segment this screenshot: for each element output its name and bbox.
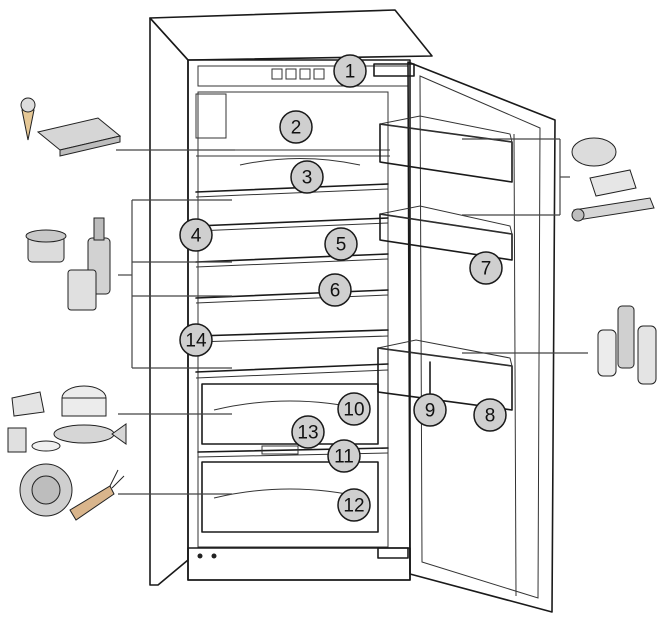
butter-icon — [571, 137, 637, 197]
callout-label: 4 — [191, 226, 202, 247]
callout-14: 14 — [179, 323, 213, 357]
callout-3: 3 — [290, 160, 324, 194]
callout-label: 13 — [297, 423, 318, 444]
callout-label: 10 — [343, 400, 364, 421]
jam-jar-icon — [25, 229, 67, 263]
callout-5: 5 — [324, 227, 358, 261]
callout-7: 7 — [469, 251, 503, 285]
callout-13: 13 — [291, 415, 325, 449]
callout-label: 8 — [485, 406, 496, 427]
fish-icon — [53, 423, 127, 445]
cabbage-icon — [19, 463, 73, 517]
callout-circle — [469, 251, 503, 285]
callout-8: 8 — [473, 398, 507, 432]
tube-icon — [571, 197, 655, 222]
callout-label: 5 — [336, 235, 347, 256]
callout-label: 11 — [334, 447, 354, 468]
open-door — [373, 61, 556, 613]
canned-jar-icon — [67, 269, 97, 311]
callout-circle — [337, 392, 371, 426]
callout-circle — [291, 415, 325, 449]
callout-10: 10 — [337, 392, 371, 426]
callout-1: 1 — [333, 54, 367, 88]
callout-6: 6 — [318, 273, 352, 307]
callout-circle — [324, 227, 358, 261]
carrot-icon — [69, 469, 125, 521]
callout-11: 11 — [327, 439, 361, 473]
callout-circle — [290, 160, 324, 194]
callout-circle — [327, 439, 361, 473]
milk-bottle-icon — [597, 305, 657, 385]
callout-4: 4 — [179, 218, 213, 252]
cheese-icon — [11, 391, 45, 417]
callout-2: 2 — [279, 110, 313, 144]
pot-icon — [61, 385, 107, 417]
callout-circle — [318, 273, 352, 307]
yogurt-icon — [7, 427, 61, 453]
callout-circle — [413, 393, 447, 427]
cabinet-body — [149, 9, 433, 586]
frozen-pack-icon — [36, 117, 122, 157]
callout-circle — [473, 398, 507, 432]
callout-label: 9 — [425, 401, 436, 422]
callout-label: 12 — [343, 496, 364, 517]
callout-label: 14 — [185, 331, 207, 352]
callout-circle — [333, 54, 367, 88]
shelves — [195, 158, 389, 379]
callout-label: 6 — [330, 281, 341, 302]
callout-label: 3 — [302, 168, 313, 189]
callout-label: 1 — [345, 62, 356, 83]
callout-circle — [179, 323, 213, 357]
callout-label: 7 — [481, 259, 492, 280]
ice-cream-cone-icon — [20, 97, 36, 141]
callout-label: 2 — [291, 118, 302, 139]
callout-circle — [337, 488, 371, 522]
callout-12: 12 — [337, 488, 371, 522]
leader-lines — [116, 138, 588, 495]
callout-9: 9 — [413, 393, 447, 427]
callout-circle — [279, 110, 313, 144]
callout-circle — [179, 218, 213, 252]
